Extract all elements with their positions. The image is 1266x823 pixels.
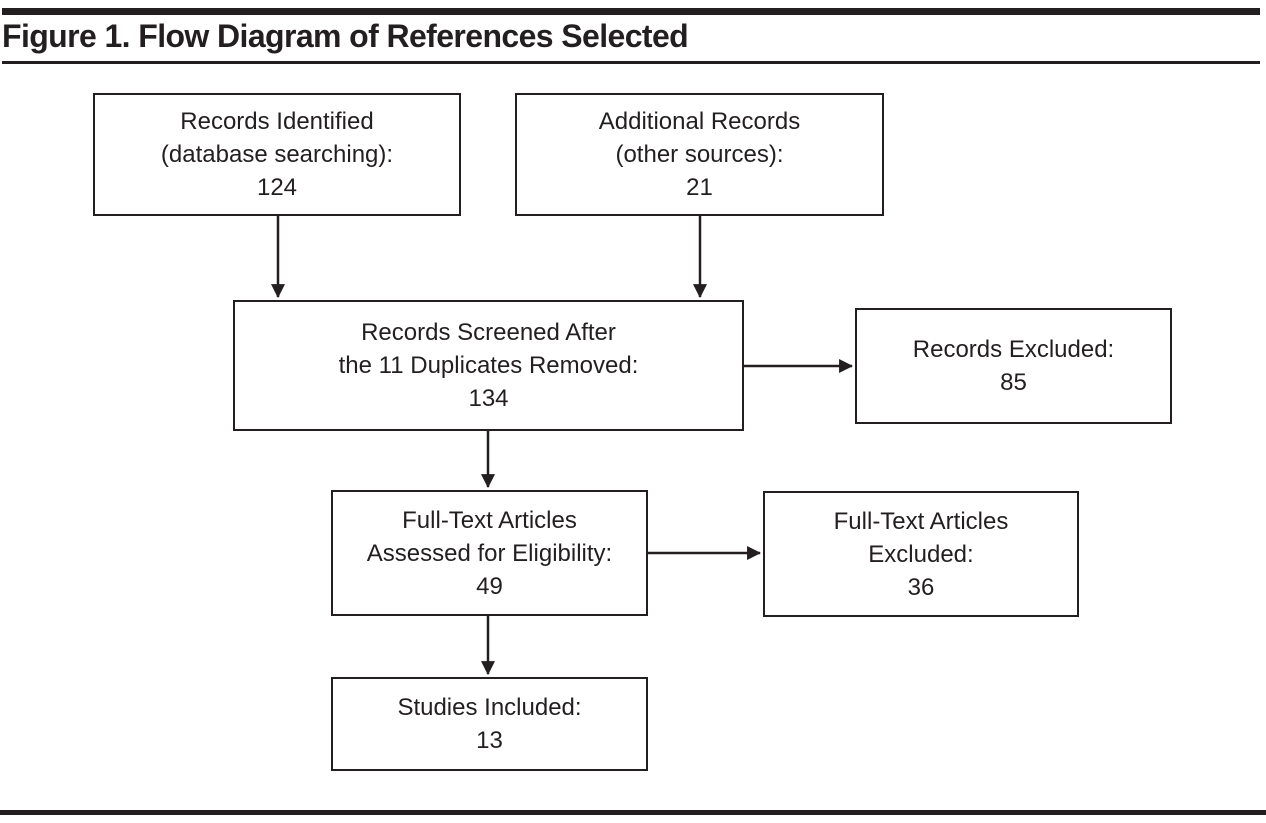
- node-value: 21: [686, 174, 713, 201]
- node-value: 49: [476, 572, 503, 600]
- node-fulltext-assessed: Full-Text Articles Assessed for Eligibil…: [331, 490, 648, 616]
- node-label-line: Full-Text Articles: [402, 506, 577, 534]
- node-label-line: Full-Text Articles: [833, 507, 1009, 535]
- node-studies-included: Studies Included: 13: [331, 677, 648, 771]
- node-value: 134: [468, 385, 509, 412]
- node-label-line: Additional Records: [598, 108, 801, 135]
- figure-title: Figure 1. Flow Diagram of References Sel…: [2, 18, 689, 54]
- node-label-line: (other sources):: [615, 141, 784, 168]
- node-label-line: Studies Included:: [397, 694, 582, 721]
- node-records-excluded: Records Excluded: 85: [855, 308, 1172, 424]
- node-value: 124: [256, 174, 298, 201]
- node-label-line: Assessed for Eligibility:: [366, 539, 613, 567]
- title-underline-rule: [2, 61, 1260, 64]
- node-records-identified: Records Identified (database searching):…: [93, 93, 461, 216]
- node-value: 13: [476, 727, 503, 754]
- node-label-line: the 11 Duplicates Removed:: [338, 352, 639, 379]
- node-fulltext-excluded: Full-Text Articles Excluded: 36: [763, 491, 1079, 617]
- node-label-line: (database searching):: [160, 141, 394, 168]
- node-records-screened: Records Screened After the 11 Duplicates…: [233, 300, 744, 431]
- node-label-line: Records Excluded:: [912, 336, 1115, 363]
- top-rule: [2, 8, 1260, 15]
- node-label-line: Records Screened After: [361, 319, 616, 346]
- node-label-line: Excluded:: [868, 540, 974, 568]
- node-value: 36: [907, 573, 935, 601]
- node-label-line: Records Identified: [180, 108, 374, 135]
- bottom-rule: [0, 810, 1266, 815]
- node-additional-records: Additional Records (other sources): 21: [515, 93, 884, 216]
- node-value: 85: [1000, 369, 1027, 396]
